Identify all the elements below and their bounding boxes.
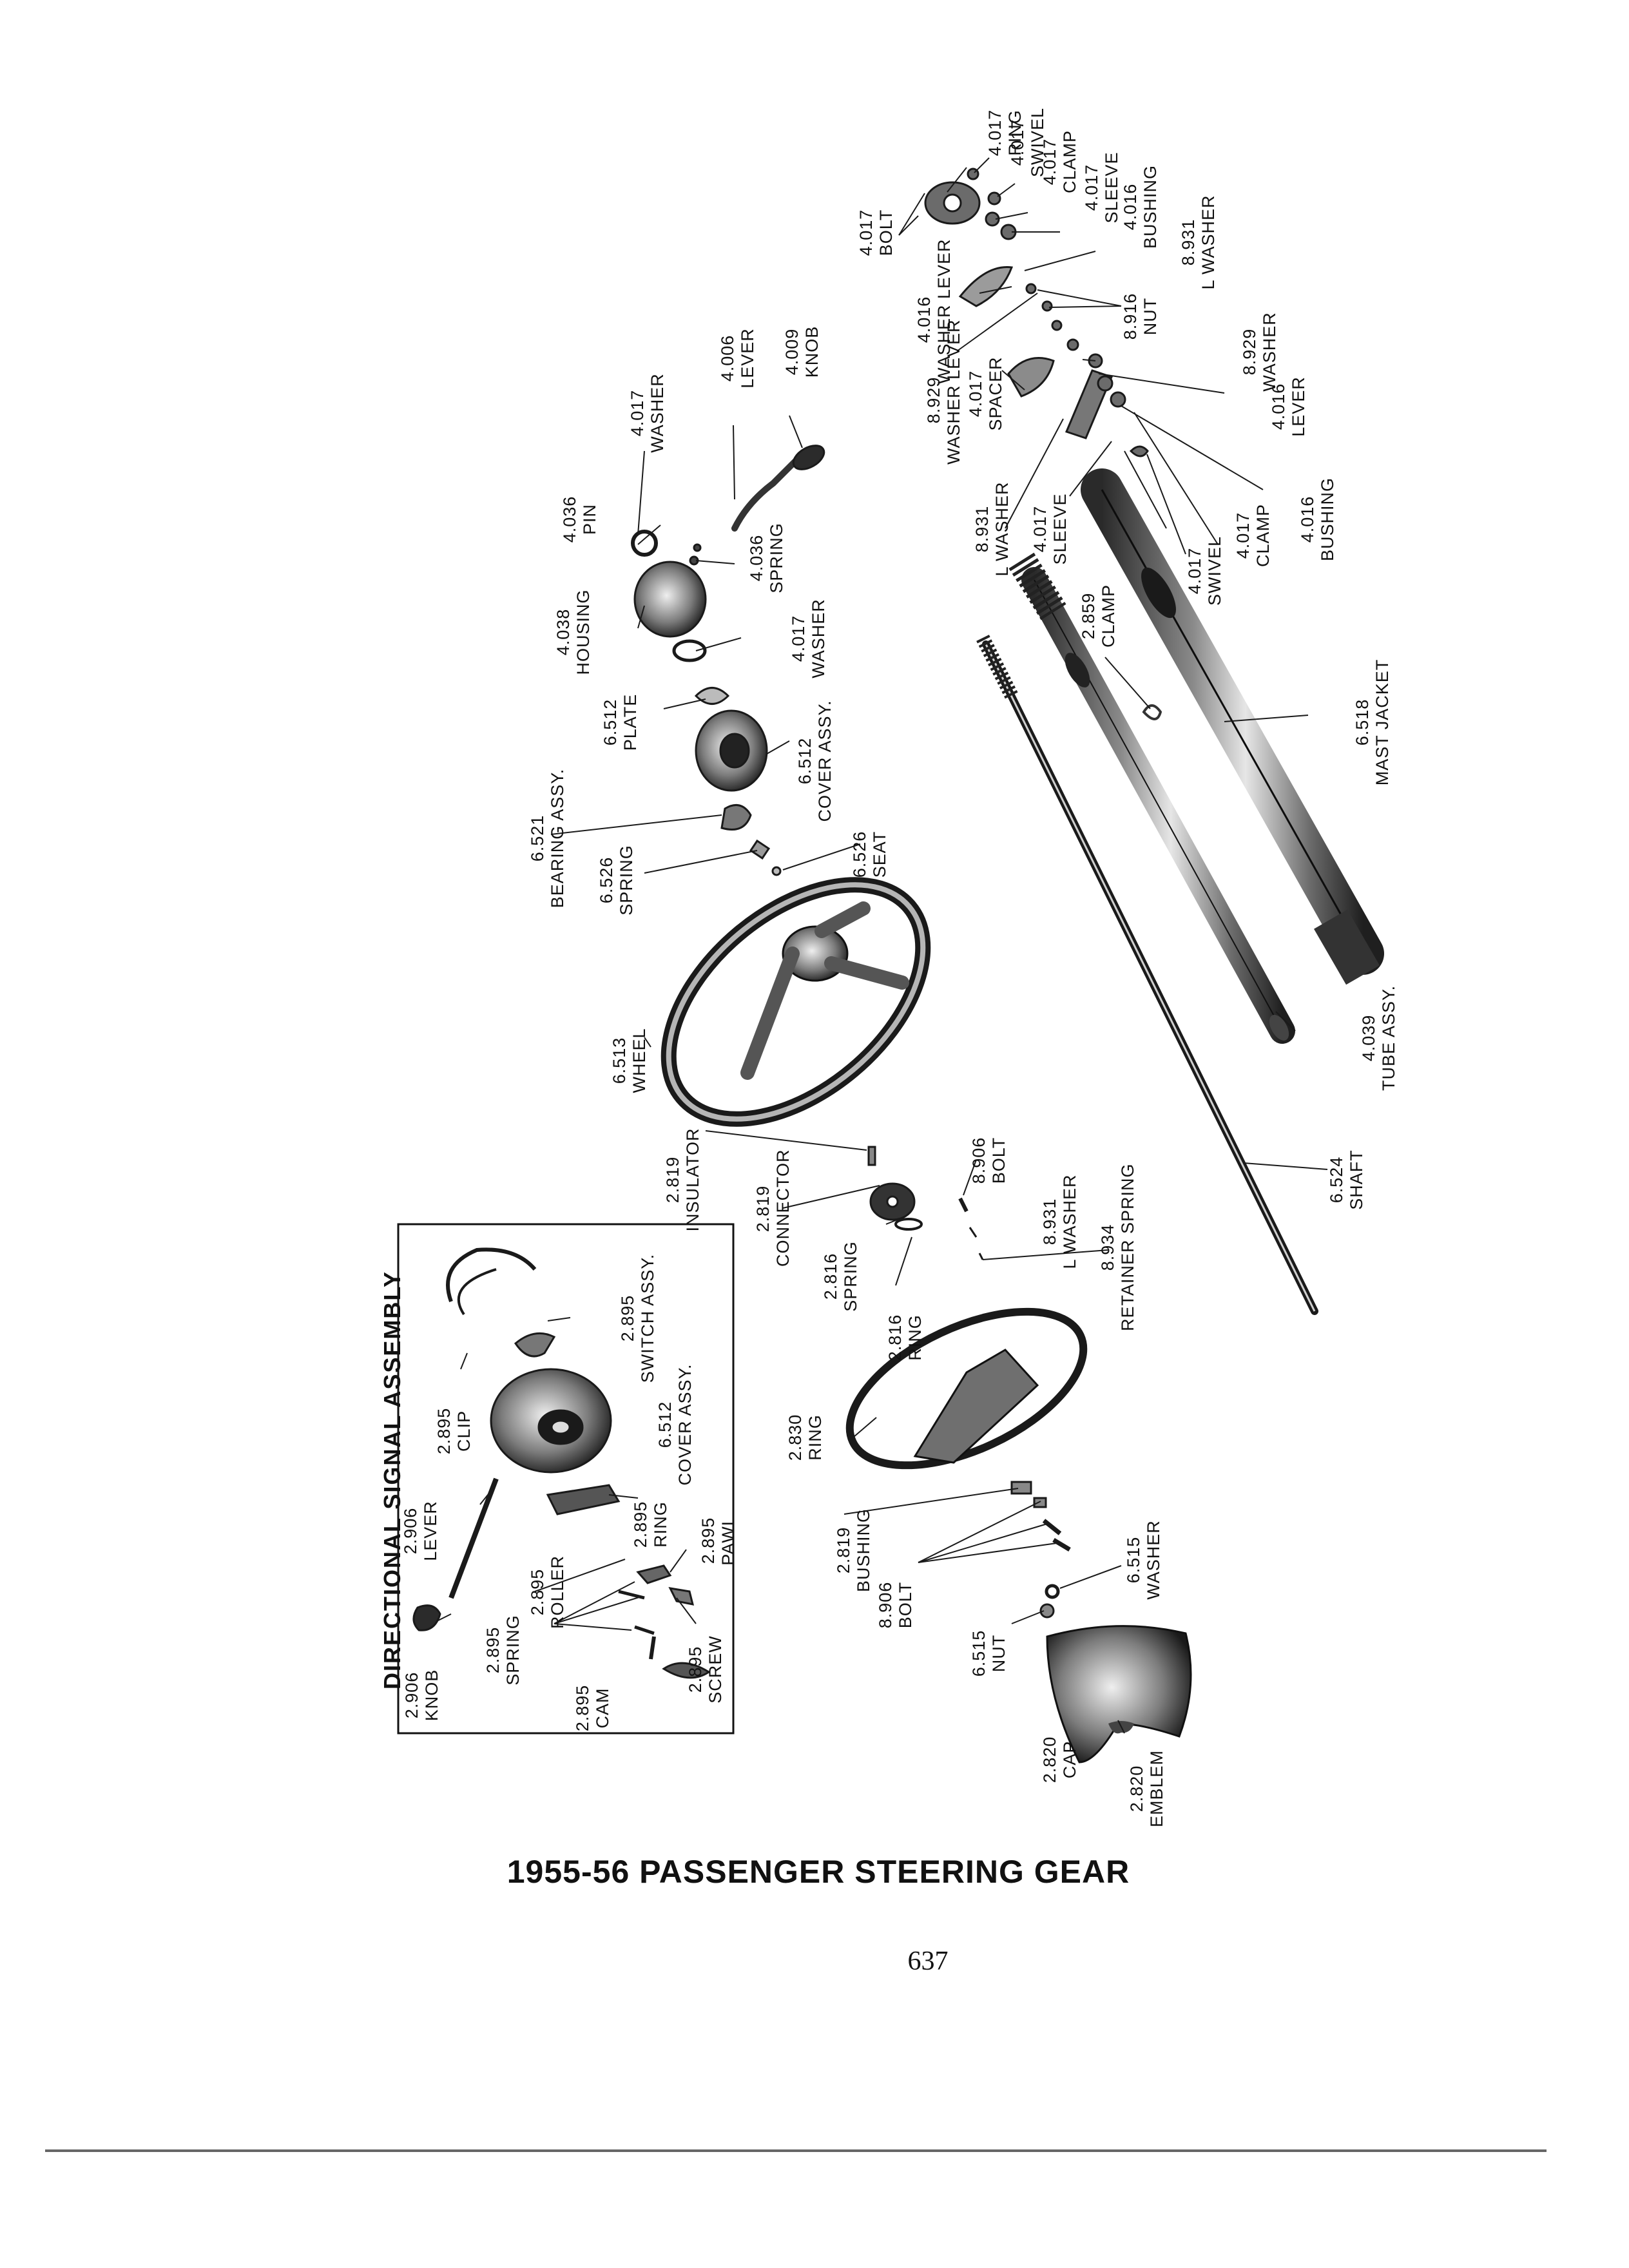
tube-assy-part [1008, 552, 1295, 1044]
page-number: 637 [907, 1946, 949, 1976]
bottom-rule [45, 2149, 1547, 2152]
steering-wheel-part [660, 877, 931, 1127]
page-title: 1955-56 PASSENGER STEERING GEAR [506, 1854, 1130, 1890]
turn-signal-lever-group [631, 445, 825, 662]
shaft-part [976, 635, 1318, 1315]
horn-ring-part [845, 1307, 1088, 1470]
horn-cap-part [1046, 1625, 1192, 1763]
column-top-assembly [694, 687, 782, 876]
horn-contact-parts [867, 1146, 984, 1260]
directional-signal-inset-parts [412, 1247, 711, 1679]
inset-title: DIRECTIONAL SIGNAL ASSEMBLY [379, 1270, 405, 1689]
hardware-parts [1010, 1481, 1071, 1619]
directional-signal-inset-box [397, 1223, 735, 1735]
leader-lines [438, 157, 1328, 1734]
clamp-2859-part [1142, 704, 1162, 720]
top-linkage-parts [924, 168, 1149, 457]
